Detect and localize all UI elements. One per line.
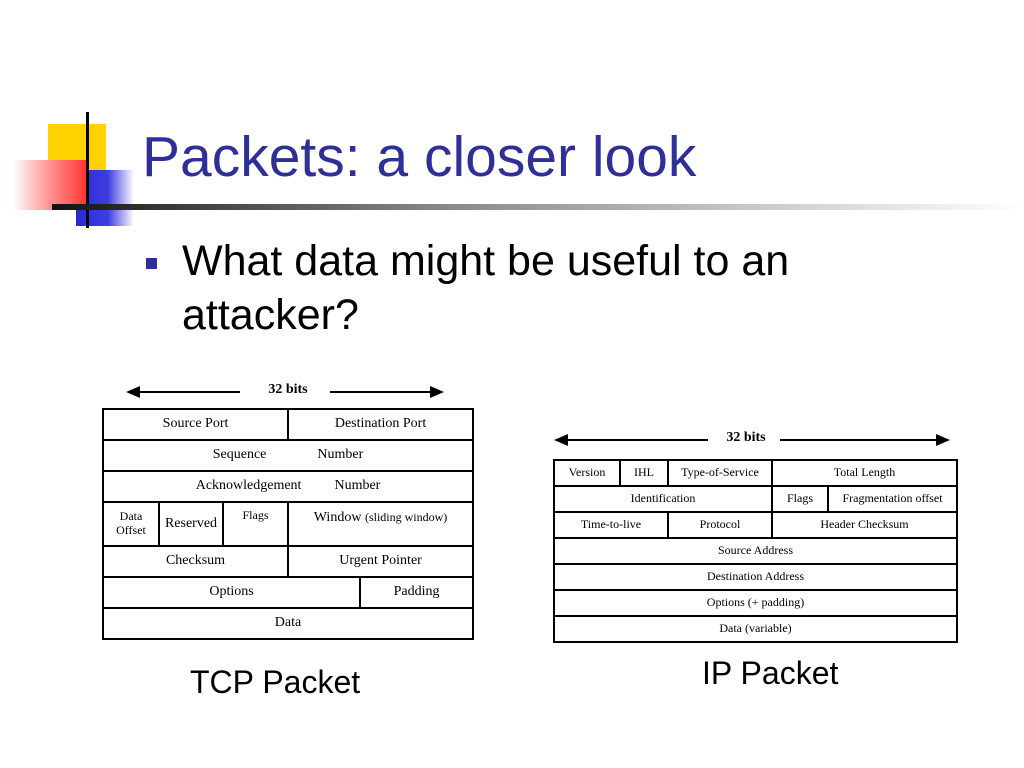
ip-bits-arrow [554,434,950,446]
tcp-padding: Padding [359,576,475,609]
logo-red-square [13,160,88,210]
tcp-options: Options [101,576,362,609]
logo-vertical-line [86,112,89,228]
tcp-data-offset-line1: Data [119,509,143,524]
slide-title: Packets: a closer look [142,125,697,189]
tcp-checksum: Checksum [101,545,290,578]
tcp-bits-label: 32 bits [268,382,308,397]
tcp-data-offset: Data Offset [102,501,160,547]
tcp-packet-caption: TCP Packet [190,664,361,700]
ip-source-address: Source Address [552,537,959,565]
tcp-data-offset-line2: Offset [116,523,146,537]
ip-flags: Flags [771,485,829,513]
tcp-bits-arrow [126,386,444,398]
tcp-acknowledgement-number-label: Number [334,478,381,494]
ip-total-length: Total Length [770,459,959,487]
ip-protocol: Protocol [667,511,773,539]
tcp-acknowledgement-number: Acknowledgement Number [101,470,475,503]
ip-ihl: IHL [619,459,669,487]
ip-options: Options (+ padding) [552,589,959,617]
ip-fragmentation-offset: Fragmentation offset [826,485,959,513]
tcp-urgent-pointer: Urgent Pointer [287,545,475,578]
ip-version: Version [553,459,621,487]
ip-time-to-live: Time-to-live [553,511,669,539]
ip-destination-address: Destination Address [552,563,959,591]
title-underline [52,204,1024,210]
tcp-sequence-number: Sequence Number [101,439,475,472]
tcp-sequence-number-label: Number [317,447,364,463]
tcp-flags: Flags [221,501,290,547]
ip-header-table: Version IHL Type-of-Service Total Length… [552,459,959,643]
ip-header-checksum: Header Checksum [770,511,959,539]
tcp-data: Data [101,607,475,640]
ip-bits-label: 32 bits [726,430,766,445]
ip-type-of-service: Type-of-Service [667,459,773,487]
bullet-text: What data might be useful to an attacker… [182,237,790,339]
tcp-source-port: Source Port [101,408,290,441]
tcp-reserved: Reserved [158,501,224,547]
tcp-window-note: (sliding window) [364,510,448,524]
tcp-window: Window (sliding window) [287,501,475,547]
ip-packet-caption: IP Packet [702,655,839,691]
tcp-destination-port: Destination Port [287,408,475,441]
tcp-header-table: Source Port Destination Port Sequence Nu… [101,408,475,640]
ip-identification: Identification [553,485,773,513]
bullet-square-icon [146,258,157,269]
tcp-acknowledgement-label: Acknowledgement [195,478,302,494]
tcp-sequence-label: Sequence [212,447,267,463]
ip-data: Data (variable) [552,615,959,643]
tcp-window-label: Window [313,510,362,525]
